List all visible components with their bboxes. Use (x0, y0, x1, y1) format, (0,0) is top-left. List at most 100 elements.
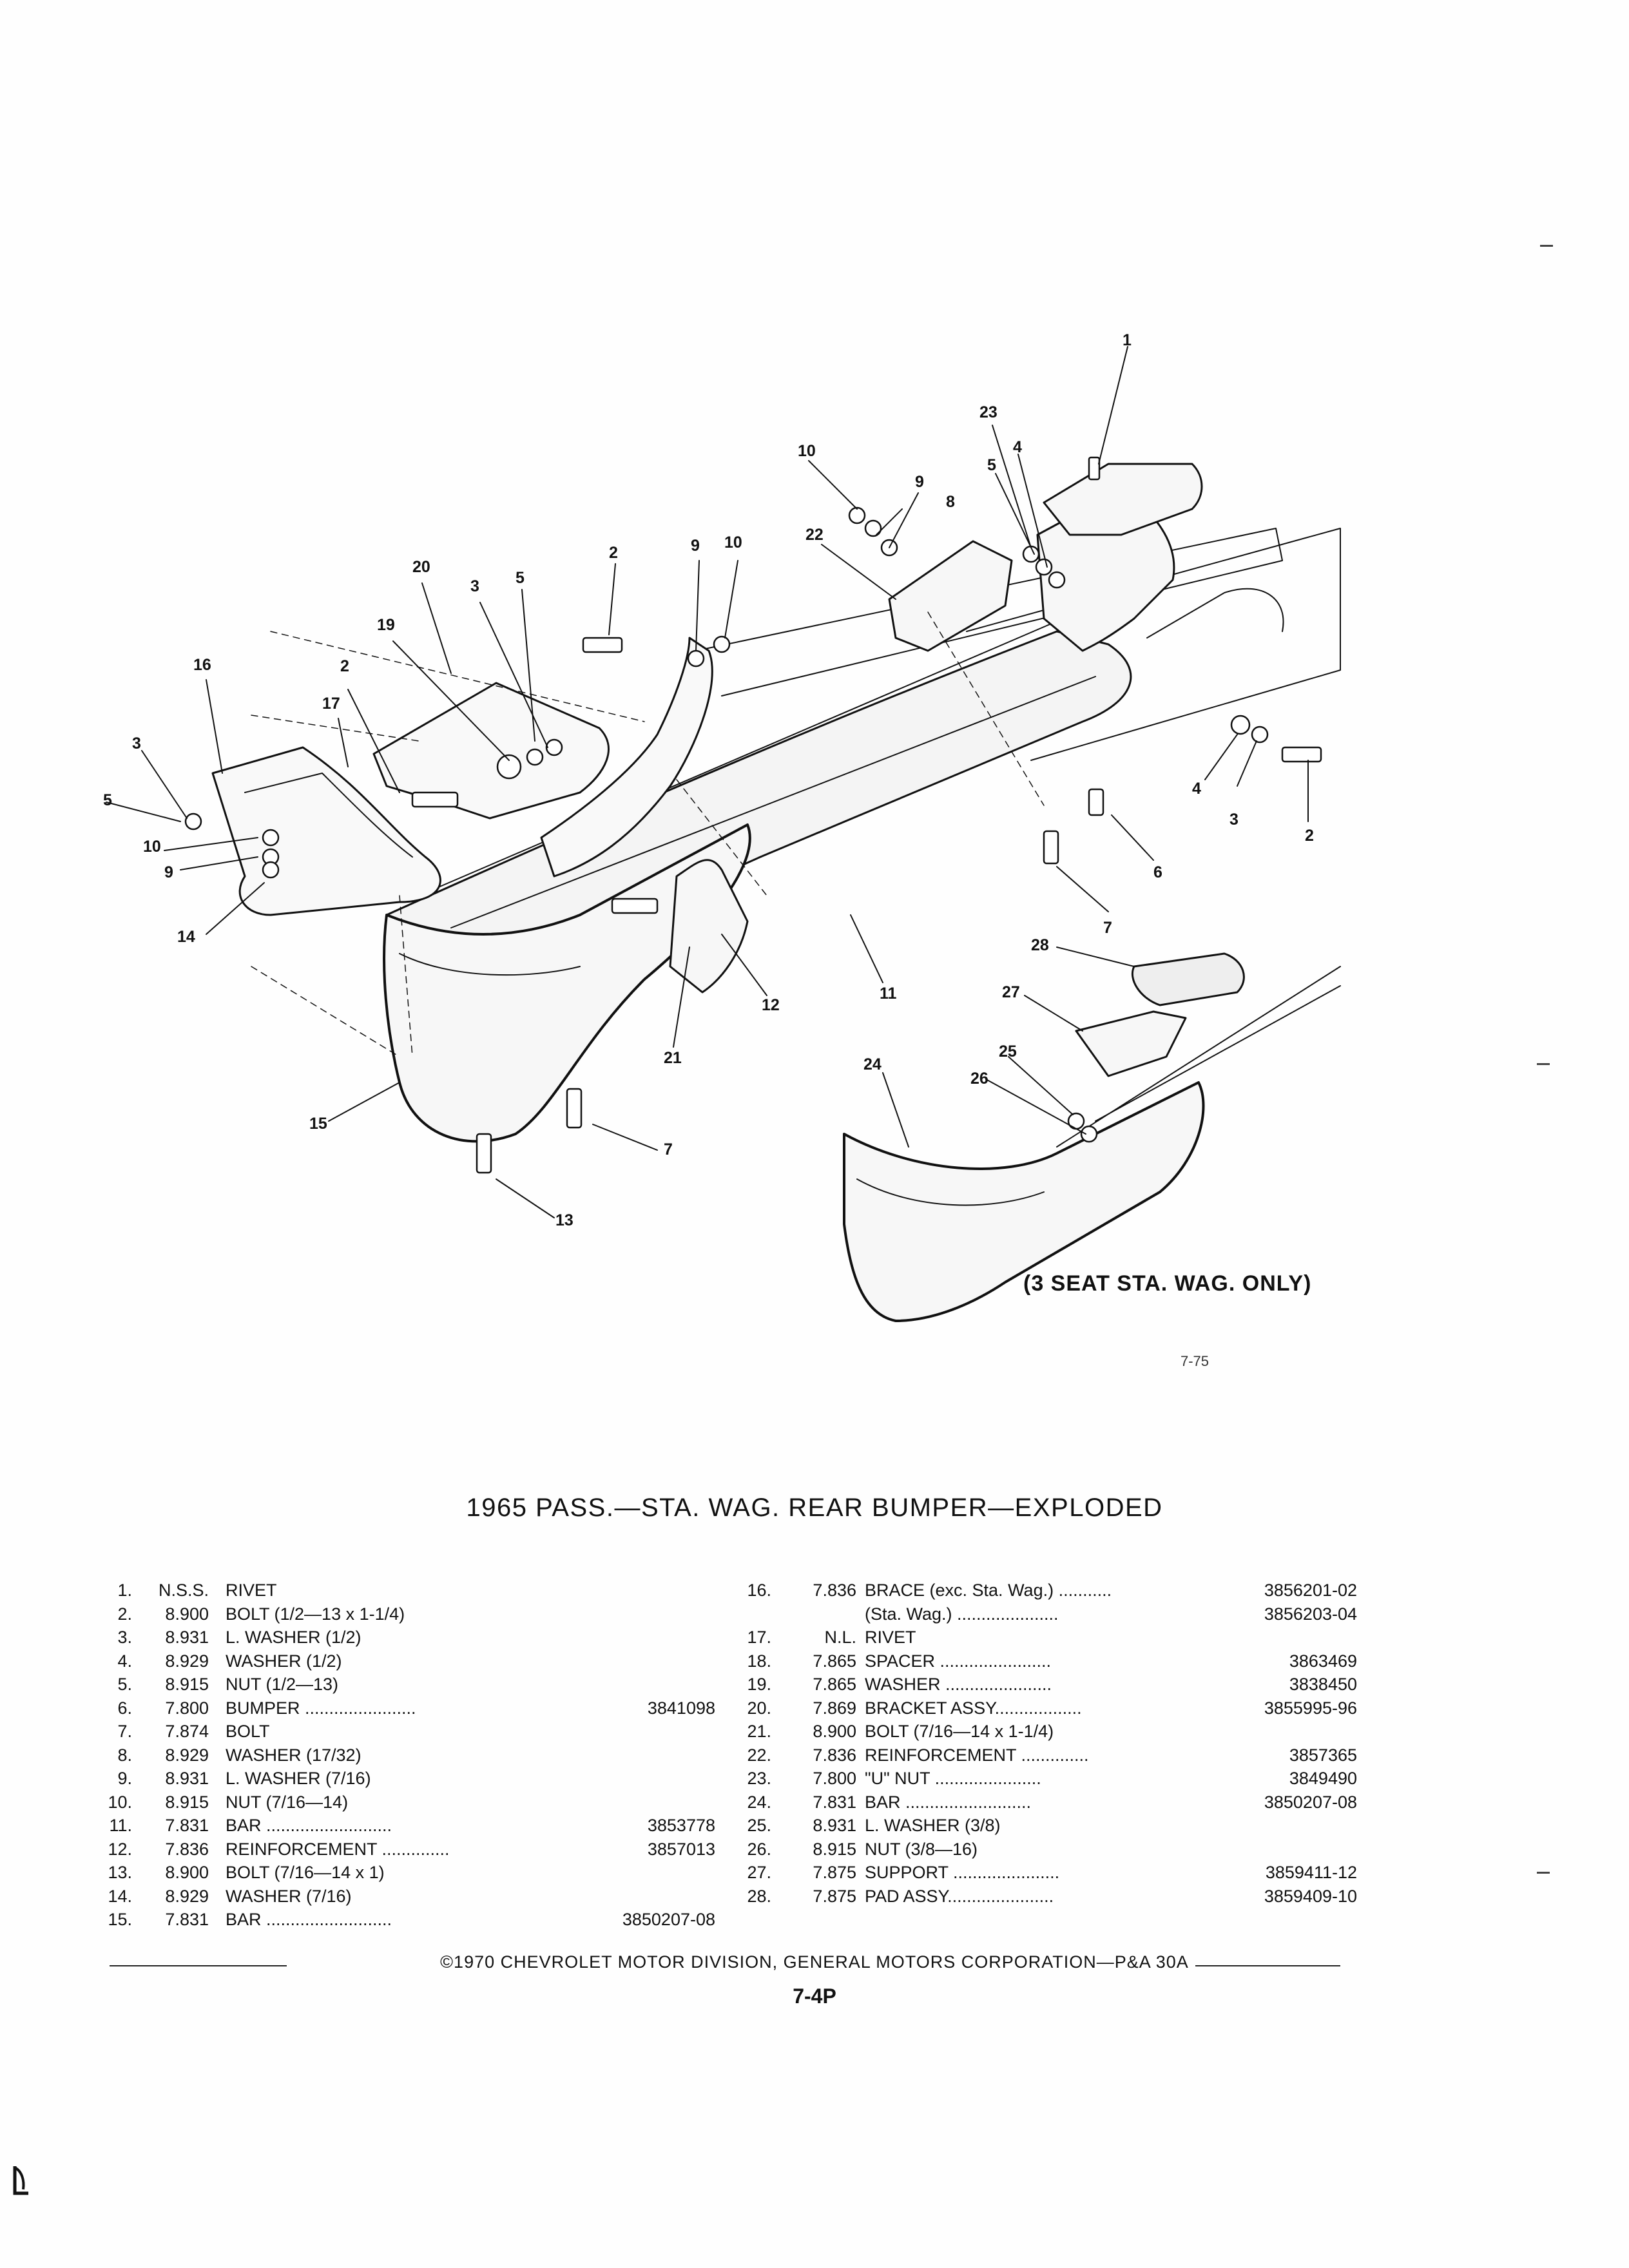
part-description: L. WASHER (1/2) (226, 1628, 361, 1647)
part-number: 3857365 (1289, 1745, 1357, 1765)
part-description: L. WASHER (7/16) (226, 1769, 371, 1788)
item-number: 11. (109, 1816, 132, 1835)
part-number: 3853778 (647, 1816, 715, 1835)
part-number: 3855995-96 (1264, 1698, 1357, 1718)
callout-10: 10 (724, 533, 742, 552)
callout-2: 2 (340, 657, 349, 675)
group-number: 7.875 (813, 1863, 856, 1882)
part-description: SUPPORT ...................... (865, 1863, 1060, 1882)
part-description: BAR .......................... (226, 1816, 392, 1835)
callout-9: 9 (164, 863, 173, 881)
corner-mark (13, 2166, 28, 2195)
callout-20: 20 (412, 558, 430, 576)
part-description: BAR .......................... (865, 1792, 1032, 1812)
callout-5: 5 (987, 456, 996, 474)
callout-14: 14 (177, 928, 195, 946)
part-description: RIVET (226, 1581, 277, 1600)
group-number: 7.875 (813, 1886, 856, 1906)
parts-row: 16. 7.836 BRACE (exc. Sta. Wag.) .........… (736, 1579, 1357, 1602)
group-number: 7.831 (165, 1910, 209, 1929)
edge-mark (1537, 1063, 1550, 1065)
callout-5: 5 (516, 569, 525, 587)
group-number: 7.865 (813, 1651, 856, 1671)
callout-7: 7 (664, 1140, 673, 1158)
callout-22: 22 (805, 526, 824, 544)
group-number: 7.836 (165, 1839, 209, 1859)
parts-list-right: 16. 7.836 BRACE (exc. Sta. Wag.) .........… (736, 1579, 1357, 1908)
callout-25: 25 (999, 1043, 1017, 1061)
group-number: 7.874 (165, 1722, 209, 1741)
group-number: 8.900 (165, 1863, 209, 1882)
part-description: RIVET (865, 1628, 916, 1647)
part-description: REINFORCEMENT .............. (865, 1745, 1089, 1765)
item-number: 15. (108, 1910, 132, 1929)
group-number: 8.929 (165, 1745, 209, 1765)
bolts (411, 456, 1322, 1174)
support-27 (1075, 1010, 1187, 1077)
footer-rule-right (1195, 1965, 1340, 1966)
callout-6: 6 (1153, 863, 1162, 881)
callout-10: 10 (798, 442, 816, 460)
bumper-end-15 (383, 823, 751, 1143)
group-number: 8.931 (813, 1816, 856, 1835)
item-number: 2. (117, 1604, 132, 1624)
item-number: 8. (117, 1745, 132, 1765)
part-description: BRACE (exc. Sta. Wag.) ........... (865, 1581, 1112, 1600)
callout-19: 19 (377, 616, 395, 634)
callout-24: 24 (863, 1055, 882, 1073)
part-description: BUMPER ....................... (226, 1698, 416, 1718)
callout-3: 3 (470, 577, 479, 595)
callout-26: 26 (970, 1070, 988, 1088)
part-number: 3856203-04 (1264, 1604, 1357, 1624)
item-number: 16. (747, 1581, 771, 1600)
group-number: N.S.S. (158, 1581, 209, 1600)
item-number: 7. (117, 1722, 132, 1741)
callout-9: 9 (691, 537, 700, 555)
edge-mark (1540, 245, 1553, 247)
part-description: BOLT (7/16—14 x 1) (226, 1863, 385, 1882)
part-number: 3859409-10 (1264, 1886, 1357, 1906)
part-number: 3859411-12 (1265, 1863, 1357, 1882)
parts-row: 3. 8.931 L. WASHER (1/2) (97, 1626, 715, 1649)
u-nut-bracket (1043, 463, 1203, 536)
item-number: 19. (747, 1675, 771, 1694)
group-number: 8.931 (165, 1628, 209, 1647)
callout-21: 21 (664, 1049, 682, 1067)
item-number: 25. (747, 1816, 771, 1835)
item-number: 1. (117, 1581, 132, 1600)
item-number: 22. (747, 1745, 771, 1765)
item-number: 14. (108, 1886, 132, 1906)
figure-number: 7-75 (1181, 1353, 1209, 1369)
reinforcement-12 (669, 859, 749, 994)
item-number: 6. (117, 1698, 132, 1718)
pad-assy-28 (1131, 952, 1245, 1006)
wagon-only-note: (3 SEAT STA. WAG. ONLY) (1023, 1271, 1311, 1296)
item-number: 24. (747, 1792, 771, 1812)
bar-24 (843, 1081, 1205, 1322)
callout-1: 1 (1123, 331, 1132, 349)
item-number: 3. (117, 1628, 132, 1647)
part-number: 3838450 (1289, 1675, 1357, 1694)
brace-plate (540, 637, 713, 878)
item-number: 9. (117, 1769, 132, 1788)
footer-rule-left (110, 1965, 287, 1966)
item-number: 5. (117, 1675, 132, 1694)
part-description: WASHER (7/16) (226, 1886, 352, 1906)
item-number: 18. (747, 1651, 771, 1671)
item-number: 12. (108, 1839, 132, 1859)
leader-lines (106, 346, 1309, 1218)
part-number: 3841098 (647, 1698, 715, 1718)
group-number: 7.836 (813, 1581, 856, 1600)
